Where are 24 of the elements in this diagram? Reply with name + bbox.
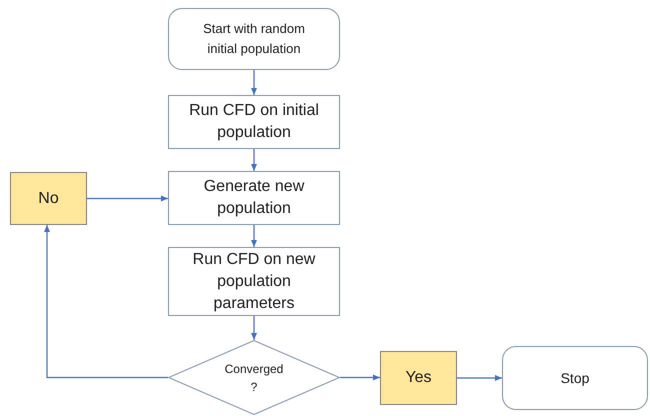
node-label: Converged ? xyxy=(224,360,284,396)
outcome-box xyxy=(380,351,457,405)
node-label: Run CFD on new population parameters xyxy=(192,250,316,314)
arrow xyxy=(251,70,257,95)
node-label: Yes xyxy=(405,368,432,388)
node-label: No xyxy=(38,188,59,208)
node-label: Start with random initial population xyxy=(202,20,306,58)
arrow xyxy=(251,149,257,171)
arrow xyxy=(457,375,502,381)
arrow xyxy=(340,374,380,380)
terminal-box xyxy=(502,346,648,410)
process-box xyxy=(168,171,340,225)
process-box xyxy=(168,247,340,316)
node-label: Stop xyxy=(560,369,590,388)
outcome-box xyxy=(10,172,87,225)
node-label: Generate new population xyxy=(202,177,306,219)
process-box xyxy=(168,95,340,149)
arrow xyxy=(87,196,168,202)
arrow xyxy=(251,225,257,247)
node-label: Run CFD on initial population xyxy=(188,101,320,143)
arrow xyxy=(251,316,257,340)
arrow xyxy=(44,225,168,378)
decision-diamond xyxy=(168,340,340,415)
terminal-box xyxy=(168,8,340,70)
